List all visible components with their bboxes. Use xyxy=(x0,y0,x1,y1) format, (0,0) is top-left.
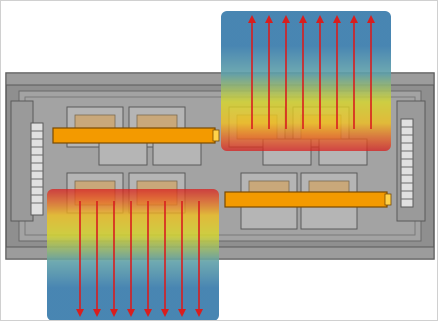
downward-airflow-arrows xyxy=(76,201,203,317)
right-connector xyxy=(396,100,426,222)
lower-left-heat-zone xyxy=(47,189,219,320)
upper-right-heat-zone xyxy=(221,11,391,151)
heat-source-bar-lower xyxy=(224,191,388,208)
heat-source-bar-upper xyxy=(52,127,216,144)
left-connector xyxy=(10,100,44,222)
upward-airflow-arrows xyxy=(248,15,375,129)
heat-source-bar-lower-tab xyxy=(384,193,392,206)
heat-source-bar-upper-tab xyxy=(212,129,220,142)
